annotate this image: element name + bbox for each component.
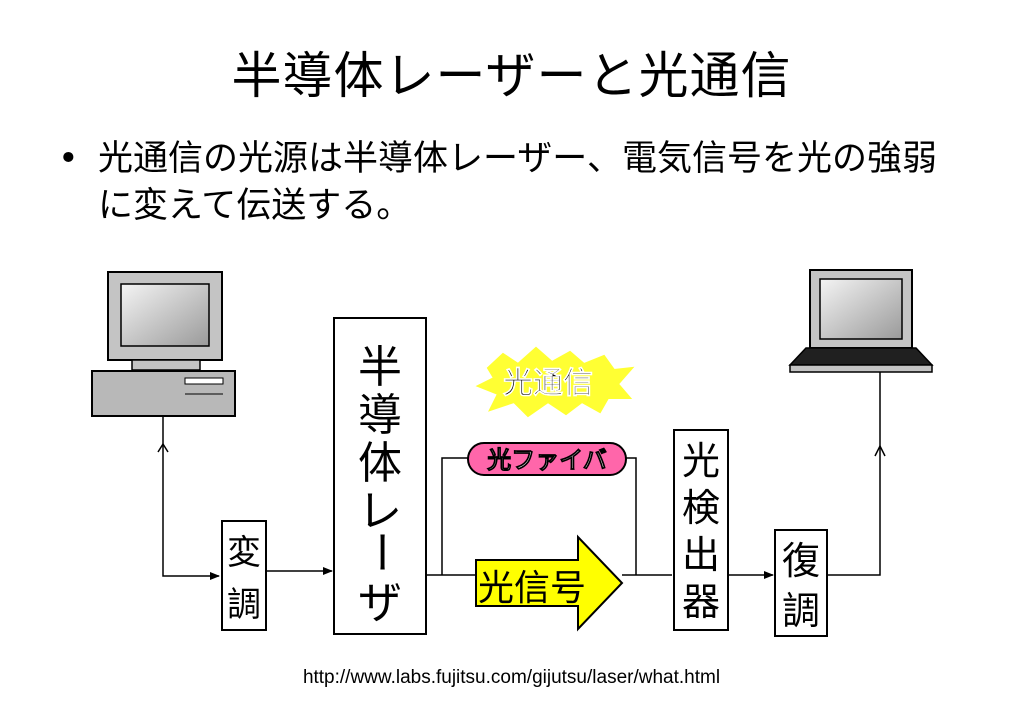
optical-fiber-label: 光ファイバ xyxy=(467,442,627,476)
demodulator-char: 調 xyxy=(782,589,820,633)
desktop-computer-icon xyxy=(91,271,236,417)
line-demodulator-to-laptop xyxy=(827,372,881,576)
signal-label: 光信号 xyxy=(478,568,586,609)
semiconductor-laser-box: 半 導 体 レ ー ザ xyxy=(333,317,427,635)
demodulator-char: 復 xyxy=(782,539,820,583)
detector-char: 出 xyxy=(682,533,720,577)
laser-char: 導 xyxy=(358,390,402,441)
laser-char: ザ xyxy=(358,578,402,629)
detector-char: 器 xyxy=(682,580,720,624)
optical-communication-burst: 光通信 xyxy=(475,346,635,418)
line-pc-to-modulator xyxy=(162,416,220,580)
detector-char: 光 xyxy=(682,439,720,483)
bullet-marker: • xyxy=(58,139,79,179)
arrow-laptop-up xyxy=(874,444,886,457)
detector-char: 検 xyxy=(682,486,720,530)
demodulator-box: 復 調 xyxy=(774,529,828,637)
photodetector-box: 光 検 出 器 xyxy=(673,429,729,631)
optical-signal-arrow: 光信号 xyxy=(475,534,624,632)
fiber-loop-line xyxy=(441,457,468,575)
source-url: http://www.labs.fujitsu.com/gijutsu/lase… xyxy=(302,667,721,688)
modulator-char: 変 xyxy=(227,533,261,573)
modulator-box: 変 調 xyxy=(221,520,267,631)
bullet-text: 光通信の光源は半導体レーザー、電気信号を光の強弱に変えて伝送する。 xyxy=(98,139,937,226)
connection-lines xyxy=(157,372,886,580)
laptop-computer-icon xyxy=(788,269,934,373)
fiber-label-text: 光ファイバ xyxy=(486,446,607,474)
laser-char: レ xyxy=(358,486,402,537)
laser-char: 体 xyxy=(358,438,402,489)
fiber-loop-line-right xyxy=(626,457,637,575)
burst-label: 光通信 xyxy=(503,366,593,401)
laser-char: ー xyxy=(355,530,406,574)
laser-char: 半 xyxy=(358,342,402,393)
slide-title: 半導体レーザーと光通信 xyxy=(231,47,792,105)
modulator-char: 調 xyxy=(227,585,261,625)
arrow-pc-down xyxy=(157,442,169,453)
